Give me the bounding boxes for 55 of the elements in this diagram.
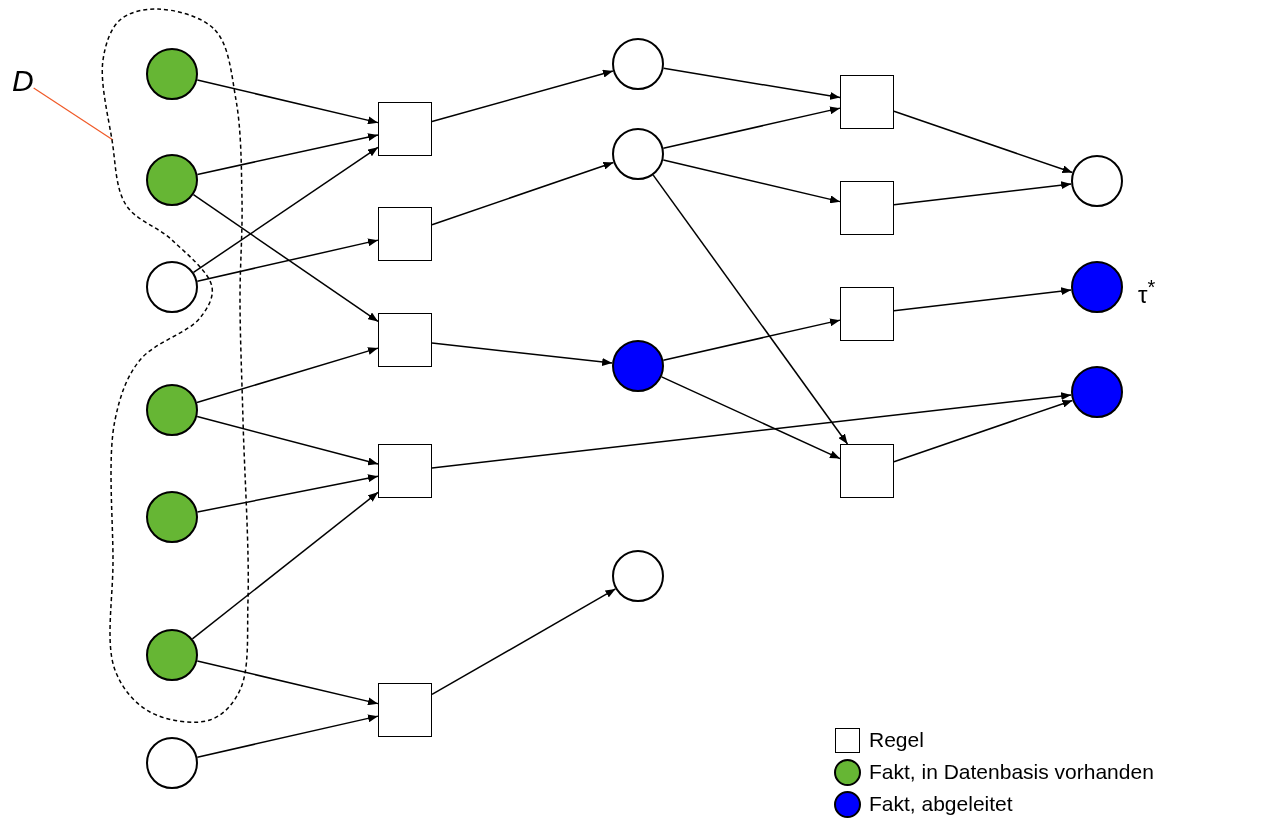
arrow bbox=[893, 181, 1072, 206]
arrow bbox=[192, 146, 379, 274]
arrow bbox=[431, 392, 1072, 469]
fact-circle bbox=[612, 550, 664, 602]
fact-circle bbox=[146, 384, 198, 436]
rule-square bbox=[378, 313, 432, 367]
arrow bbox=[662, 318, 841, 361]
arrow bbox=[196, 238, 379, 282]
arrow bbox=[431, 588, 617, 696]
arrow bbox=[431, 69, 614, 123]
arrow bbox=[893, 399, 1074, 463]
arrow bbox=[431, 342, 613, 366]
fact-circle bbox=[612, 38, 664, 90]
arrow bbox=[192, 193, 379, 323]
fact-circle bbox=[612, 128, 664, 180]
fact-circle bbox=[1071, 155, 1123, 207]
fact-circle bbox=[146, 48, 198, 100]
arrow bbox=[191, 491, 379, 640]
rule-square bbox=[378, 207, 432, 261]
fact-circle bbox=[146, 261, 198, 313]
arrow bbox=[196, 415, 379, 466]
arrow bbox=[652, 174, 849, 445]
arrow bbox=[196, 347, 379, 404]
rule-square bbox=[840, 181, 894, 235]
arrow bbox=[196, 133, 379, 176]
fact-circle bbox=[1071, 366, 1123, 418]
arrow bbox=[196, 714, 379, 758]
arrow bbox=[893, 287, 1072, 312]
rule-square bbox=[840, 287, 894, 341]
legend-label: Fakt, in Datenbasis vorhanden bbox=[869, 760, 1154, 784]
fact-circle bbox=[1071, 261, 1123, 313]
node-label: τ$^{*}$ bbox=[1138, 276, 1156, 309]
fact-circle bbox=[146, 154, 198, 206]
arrow bbox=[196, 660, 379, 706]
region-label: D bbox=[12, 66, 34, 96]
rule-square bbox=[378, 444, 432, 498]
arrow bbox=[431, 161, 615, 226]
arrow bbox=[893, 110, 1074, 174]
arrow bbox=[662, 159, 841, 204]
arrow bbox=[196, 474, 379, 513]
legend-label: Regel bbox=[869, 728, 924, 752]
rule-square bbox=[378, 102, 432, 156]
arrow bbox=[662, 67, 841, 100]
arrow bbox=[662, 106, 841, 149]
rule-square bbox=[840, 444, 894, 498]
rule-square bbox=[840, 75, 894, 129]
fact-circle bbox=[146, 737, 198, 789]
rule-square bbox=[378, 683, 432, 737]
fact-circle bbox=[146, 629, 198, 681]
fact-circle bbox=[612, 340, 664, 392]
leader-line bbox=[33, 87, 114, 141]
fact-circle bbox=[146, 491, 198, 543]
arrow bbox=[196, 79, 379, 125]
legend-label: Fakt, abgeleitet bbox=[869, 792, 1013, 816]
arrow bbox=[660, 376, 841, 460]
